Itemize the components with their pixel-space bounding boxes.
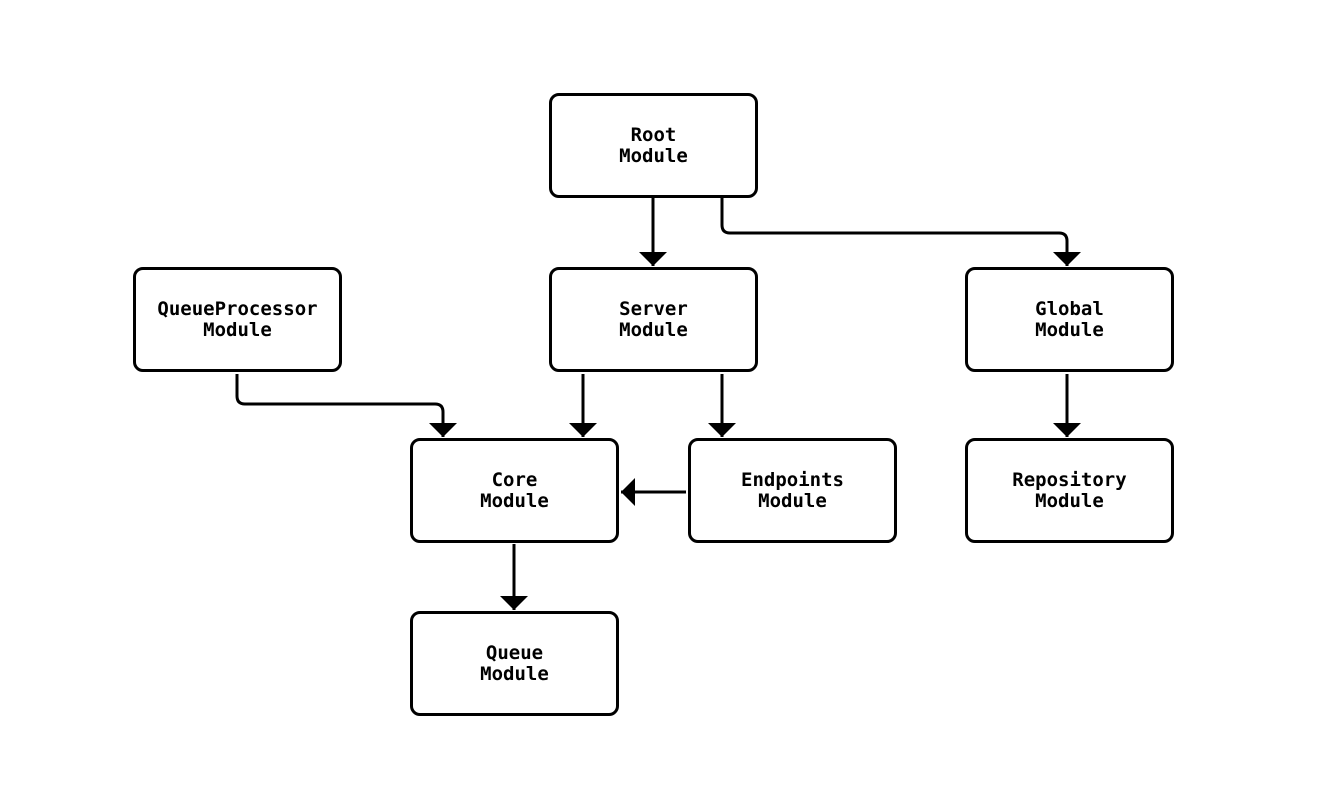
node-core-module: Core Module [410,438,619,543]
node-queue-module: Queue Module [410,611,619,716]
node-label: Root Module [619,123,688,167]
node-label: Global Module [1035,297,1104,341]
node-queueprocessor-module: QueueProcessor Module [133,267,342,372]
node-root-module: Root Module [549,93,758,198]
edge-root-to-global [720,198,1081,266]
node-label: Core Module [480,468,549,512]
node-global-module: Global Module [965,267,1174,372]
node-server-module: Server Module [549,267,758,372]
node-label: Repository Module [1012,468,1127,512]
node-endpoints-module: Endpoints Module [688,438,897,543]
node-label: Server Module [619,297,688,341]
node-label: Queue Module [480,641,549,685]
node-label: Endpoints Module [741,468,844,512]
edge-queueprocessor-to-core [235,374,457,437]
node-repository-module: Repository Module [965,438,1174,543]
node-label: QueueProcessor Module [157,297,318,341]
